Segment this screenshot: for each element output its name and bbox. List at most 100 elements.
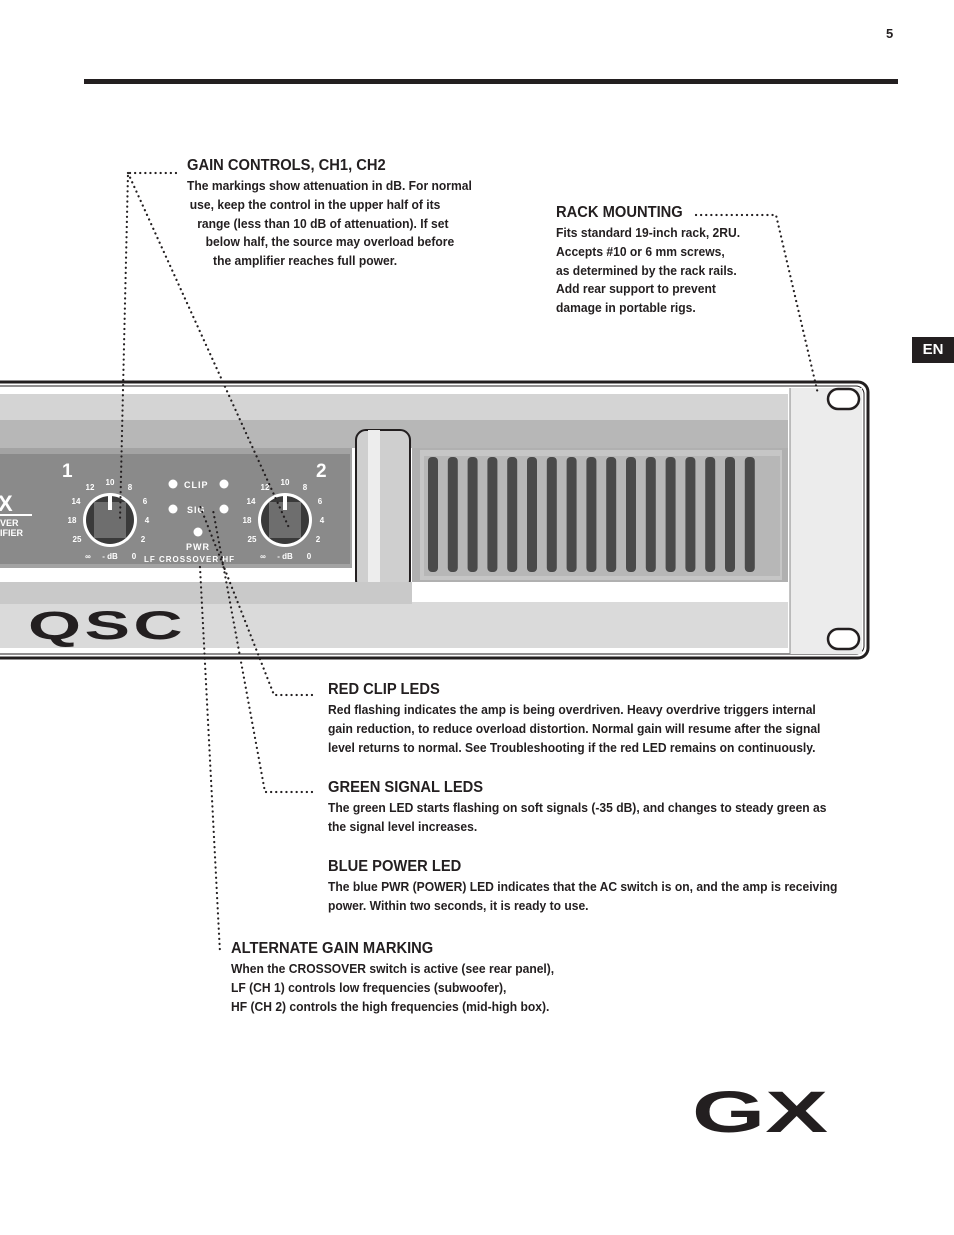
- crossover-label: LF CROSSOVER HF: [144, 555, 235, 564]
- callout-line: the signal level increases.: [328, 818, 478, 834]
- knob-scale-mark: 0: [307, 552, 312, 561]
- vent-slot: [507, 457, 518, 572]
- model-subtitle: IFIER: [0, 528, 24, 538]
- knob-scale-mark: 18: [243, 516, 252, 525]
- callout-line: When the CROSSOVER switch is active (see…: [231, 961, 555, 976]
- rack-mount-hole-icon: [826, 387, 861, 411]
- callout-alternate-gain: ALTERNATE GAIN MARKING When the CROSSOVE…: [231, 940, 579, 1016]
- callout-rack-mounting: RACK MOUNTING Fits standard 19-inch rack…: [556, 204, 754, 318]
- knob-scale-mark: ∞: [260, 552, 266, 561]
- callout-line: damage in portable rigs.: [556, 300, 696, 316]
- callout-line: HF (CH 2) controls the high frequencies …: [231, 998, 550, 1014]
- vent-slot: [665, 457, 676, 572]
- vent-slot: [705, 457, 716, 572]
- callout-clip-leds: RED CLIP LEDS Red flashing indicates the…: [328, 681, 857, 757]
- rack-mount-hole-icon: [826, 627, 861, 651]
- callout-line: Accepts #10 or 6 mm screws,: [556, 243, 725, 259]
- knob-scale-mark: - dB: [277, 552, 293, 561]
- vent-slot: [428, 457, 438, 572]
- gx-logo: GX: [692, 1084, 828, 1136]
- knob-scale-mark: 2: [141, 535, 146, 544]
- knob-scale-mark: 10: [281, 478, 290, 487]
- knob-scale-mark: 8: [128, 483, 133, 492]
- knob-scale-mark: 12: [261, 483, 270, 492]
- channel-2-label: 2: [316, 461, 327, 482]
- callout-line: power. Within two seconds, it is ready t…: [328, 897, 589, 913]
- callout-line: range (less than 10 dB of attenuation). …: [197, 215, 449, 231]
- led-indicator-icon: [219, 479, 229, 489]
- knob-scale-mark: 14: [72, 497, 81, 506]
- callout-title: GAIN CONTROLS, CH1, CH2: [187, 157, 386, 174]
- knob-scale-mark: 12: [86, 483, 95, 492]
- led-indicator-icon: [168, 479, 178, 489]
- callout-line: The green LED starts flashing on soft si…: [328, 800, 827, 815]
- callout-line: as determined by the rack rails.: [556, 262, 737, 278]
- callout-line: the amplifier reaches full power.: [213, 253, 398, 269]
- callout-title: GREEN SIGNAL LEDS: [328, 779, 484, 796]
- callout-title: RED CLIP LEDS: [328, 681, 440, 698]
- knob-scale-mark: 0: [132, 552, 137, 561]
- callout-line: below half, the source may overload befo…: [205, 234, 455, 250]
- knob-scale-mark: 6: [318, 497, 323, 506]
- language-tab: EN: [912, 337, 954, 363]
- knob-scale-mark: 10: [106, 478, 115, 487]
- vent-slot: [685, 457, 696, 572]
- led-indicator-icon: [219, 504, 229, 514]
- vent-slot: [725, 457, 735, 572]
- model-subtitle: VER: [0, 518, 19, 528]
- power-led-label: PWR: [186, 542, 210, 552]
- knob-scale-mark: 2: [316, 535, 321, 544]
- brand-logo: QSC: [28, 604, 186, 648]
- vent-slot: [606, 457, 617, 572]
- vent-slot: [546, 457, 557, 572]
- vent-slot: [645, 457, 656, 572]
- knob-scale-mark: ∞: [85, 552, 91, 561]
- channel-1-label: 1: [62, 461, 73, 482]
- callout-line: Fits standard 19-inch rack, 2RU.: [556, 225, 741, 240]
- gx-logo-text: GX: [692, 1084, 828, 1136]
- knob-scale-mark: 25: [73, 535, 82, 544]
- page-number: 5: [886, 26, 894, 41]
- knob-scale-mark: 14: [247, 497, 256, 506]
- callout-line: The blue PWR (POWER) LED indicates that …: [328, 879, 838, 894]
- callout-line: use, keep the control in the upper half …: [189, 196, 441, 212]
- vent-slot: [527, 457, 537, 572]
- callout-line: LF (CH 1) controls low frequencies (subw…: [231, 979, 507, 995]
- knob-scale-mark: 6: [143, 497, 148, 506]
- knob-pointer: [108, 494, 112, 510]
- knob-scale-mark: 25: [248, 535, 257, 544]
- knob-scale-mark: 4: [320, 516, 325, 525]
- clip-led-label: CLIP: [184, 480, 209, 490]
- callout-power-led: BLUE POWER LED The blue PWR (POWER) LED …: [328, 858, 876, 916]
- callout-line: level returns to normal. See Troubleshoo…: [328, 739, 816, 755]
- led-indicator-icon: [193, 527, 203, 537]
- vent-slot: [744, 457, 755, 572]
- vent-slot: [586, 457, 597, 572]
- callout-title: BLUE POWER LED: [328, 858, 462, 875]
- vent-slot: [566, 457, 577, 572]
- vent-slot: [447, 457, 458, 572]
- knob-pointer: [283, 494, 287, 510]
- vent-slot: [487, 457, 498, 572]
- knob-scale-mark: 8: [303, 483, 308, 492]
- callout-line: gain reduction, to reduce overload disto…: [328, 720, 821, 736]
- callout-line: Add rear support to prevent: [556, 281, 716, 297]
- callout-line: The markings show attenuation in dB. For…: [187, 178, 472, 193]
- knob-scale-mark: - dB: [102, 552, 118, 561]
- gain-knob-icon[interactable]: 12 10 8 14 6 18 4 25 2 ∞ - dB 0: [68, 478, 150, 561]
- knob-scale-mark: 18: [68, 516, 77, 525]
- gain-knob-icon[interactable]: 12 10 8 14 6 18 4 25 2 ∞ - dB 0: [243, 478, 325, 561]
- signal-led-label: SIG: [187, 505, 206, 515]
- vent-slot: [626, 457, 636, 572]
- knob-scale-mark: 4: [145, 516, 150, 525]
- callout-title: ALTERNATE GAIN MARKING: [231, 940, 434, 957]
- callout-title: RACK MOUNTING: [556, 204, 683, 221]
- led-indicator-icon: [168, 504, 178, 514]
- header-rule: [84, 79, 898, 84]
- callout-gain-controls: GAIN CONTROLS, CH1, CH2 The markings sho…: [187, 157, 493, 271]
- vent-slot: [467, 457, 478, 572]
- callout-line: Red flashing indicates the amp is being …: [328, 702, 816, 717]
- cooling-vents: [428, 457, 755, 572]
- model-fragment: X: [0, 491, 13, 516]
